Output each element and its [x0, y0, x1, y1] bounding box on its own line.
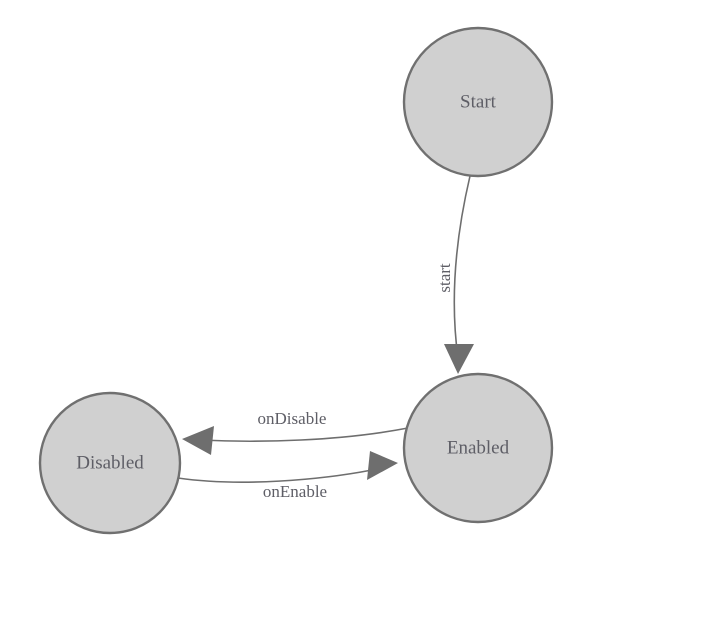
arrowhead-enabled-to-disabled: [182, 426, 214, 455]
edge-label-ondisable: onDisable: [258, 409, 327, 428]
edge-start-to-enabled[interactable]: start: [435, 175, 474, 374]
node-circle-disabled: [38, 391, 182, 535]
arrowhead-disabled-to-enabled: [367, 451, 398, 480]
node-circle-enabled: [402, 372, 554, 524]
node-circle-start: [402, 26, 554, 178]
node-start[interactable]: Start: [402, 26, 554, 178]
node-disabled[interactable]: Disabled: [38, 391, 182, 535]
edge-label-onenable: onEnable: [263, 482, 327, 501]
edge-path-start-to-enabled: [453, 175, 471, 359]
edge-enabled-to-disabled[interactable]: onDisable: [182, 409, 409, 455]
edge-path-disabled-to-enabled: [177, 469, 373, 483]
node-label-disabled: Disabled: [76, 452, 144, 473]
node-enabled[interactable]: Enabled: [402, 372, 554, 524]
edge-label-start: start: [435, 263, 454, 293]
arrowhead-start-to-enabled: [444, 344, 474, 374]
edge-disabled-to-enabled[interactable]: onEnable: [177, 451, 398, 501]
node-label-start: Start: [460, 91, 497, 112]
node-label-enabled: Enabled: [447, 437, 510, 458]
edge-path-enabled-to-disabled: [199, 427, 409, 443]
